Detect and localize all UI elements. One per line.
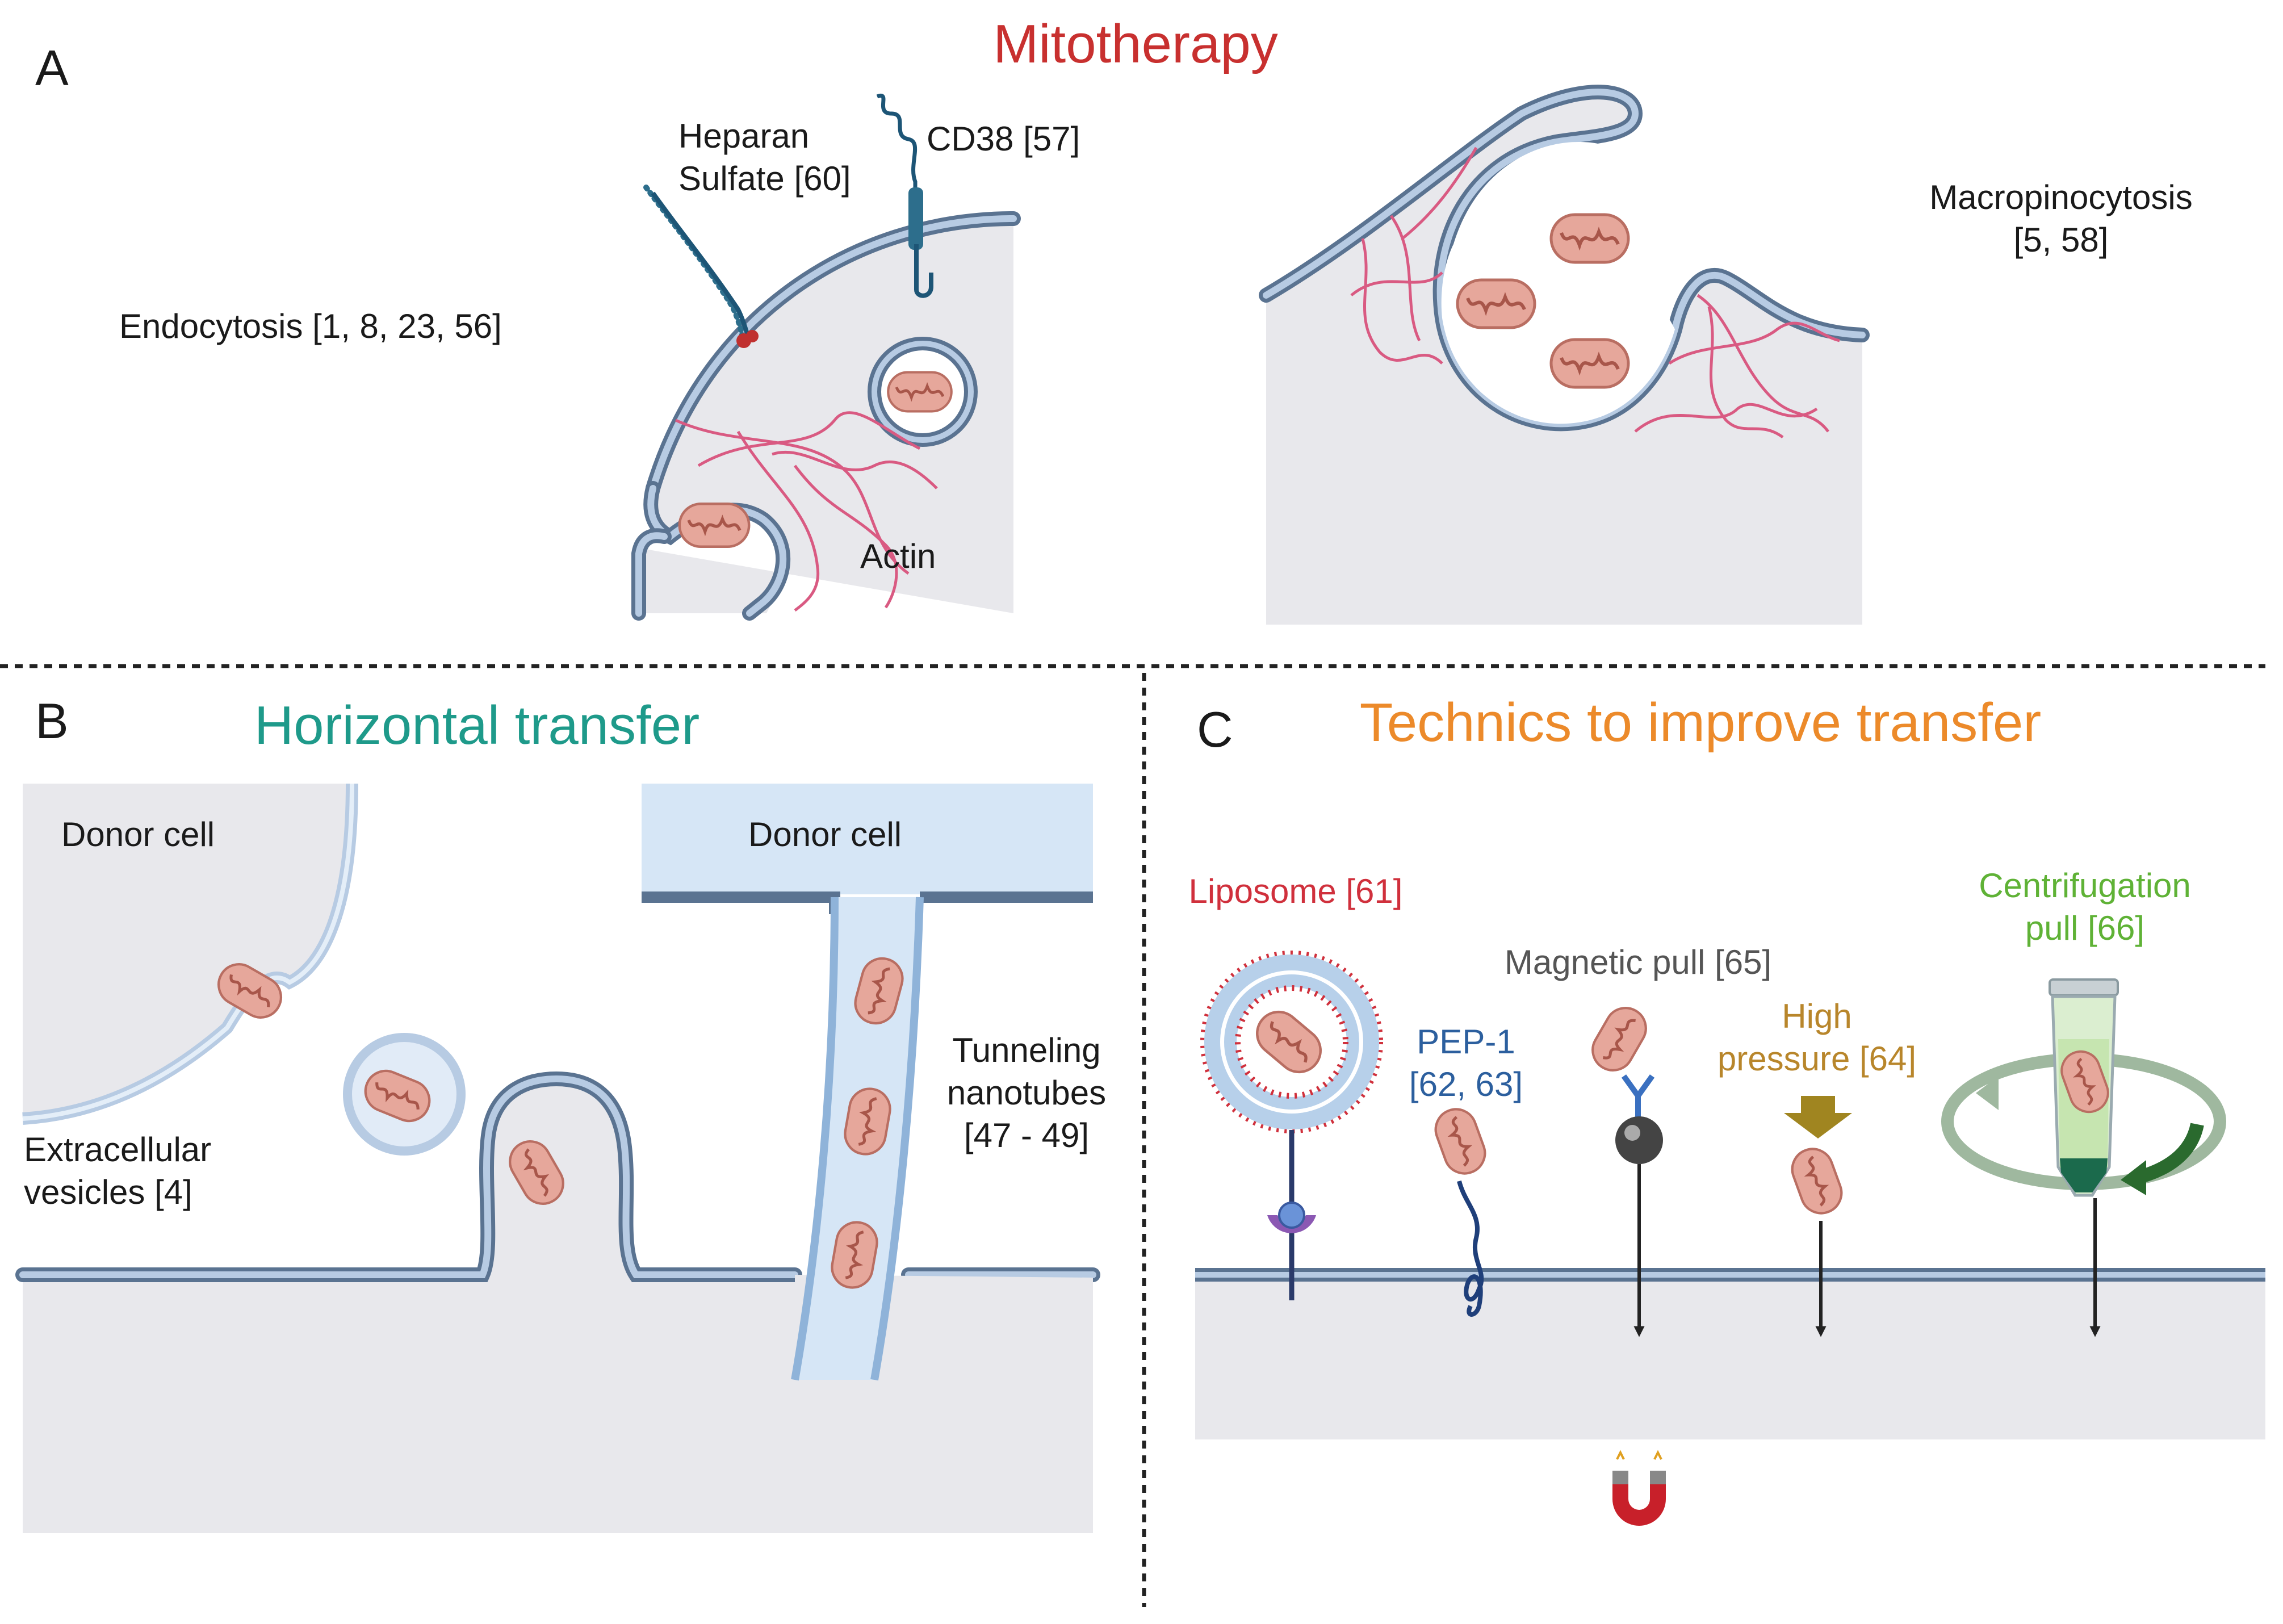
pep1-label-1: PEP-1 [1417,1023,1515,1061]
high-pressure-label-1: High [1782,997,1851,1035]
donor-cell-right-label: Donor cell [748,815,902,853]
pep1-icon [1430,1103,1491,1317]
donor-cell-left [22,783,358,1125]
antibody-icon [1621,1074,1655,1121]
mitochondrion-icon [1787,1143,1848,1219]
macropinocytosis-label-1: Macropinocytosis [1929,178,2193,216]
macropinocytosis-label-2: [5, 58] [2014,221,2109,259]
mitochondrion-icon [680,504,749,547]
tunneling-nanotubes-label-3: [47 - 49] [964,1116,1089,1154]
magnet-icon [1612,1450,1666,1526]
magnetic-bead-icon [1585,1001,1663,1337]
extracellular-vesicles-label-1: Extracellular [24,1131,211,1169]
donor-cell-left-label: Donor cell [61,815,215,853]
mitochondrion-icon [1457,280,1535,328]
centrifuge-tube-icon [1941,978,2226,1337]
mitochondrion-icon [1585,1001,1653,1078]
panel-c-title: Technics to improve transfer [1360,692,2041,753]
pep1-label-2: [62, 63] [1409,1065,1523,1103]
mitochondrion-icon [888,372,952,412]
actin-filament-icon [1350,147,1840,439]
macropinocytosis-cell [1259,85,1870,625]
panel-b-title: Horizontal transfer [254,695,699,756]
magnetic-pull-label: Magnetic pull [65] [1505,943,1771,981]
heparan-sulfate-icon [643,185,759,348]
mitochondrion-icon [1551,340,1628,387]
panel-a-title: Mitotherapy [993,14,1278,74]
endocytosis-cell [631,211,1021,621]
high-pressure-label-2: pressure [64] [1718,1040,1916,1078]
pressure-arrow-icon [1784,1096,1852,1337]
extracellular-vesicle [343,1033,466,1156]
panel-a-letter: A [35,40,69,96]
centrifugation-label-1: Centrifugation [1979,867,2191,905]
liposome-icon [1200,951,1383,1300]
mitochondrion-icon [1551,215,1628,262]
panel-b-letter: B [35,693,69,749]
mitochondrion-icon [1430,1103,1491,1179]
tunneling-nanotubes-label-1: Tunneling [952,1031,1100,1069]
extracellular-vesicles-label-2: vesicles [4] [24,1173,192,1211]
heparan-label-1: Heparan [678,117,809,155]
actin-label: Actin [860,537,936,575]
tunneling-nanotubes-label-2: nanotubes [947,1074,1106,1112]
centrifugation-label-2: pull [66] [2025,909,2144,947]
endocytosis-label: Endocytosis [1, 8, 23, 56] [119,307,502,345]
cd38-receptor-icon [876,93,933,298]
recipient-cell-c [1195,1268,2265,1439]
donor-cell-right [642,784,1093,1381]
cd38-label: CD38 [57] [927,120,1080,158]
panel-c-letter: C [1197,701,1233,757]
actin-filament-icon [675,411,938,612]
heparan-label-2: Sulfate [60] [678,160,851,198]
liposome-label: Liposome [61] [1189,872,1403,910]
